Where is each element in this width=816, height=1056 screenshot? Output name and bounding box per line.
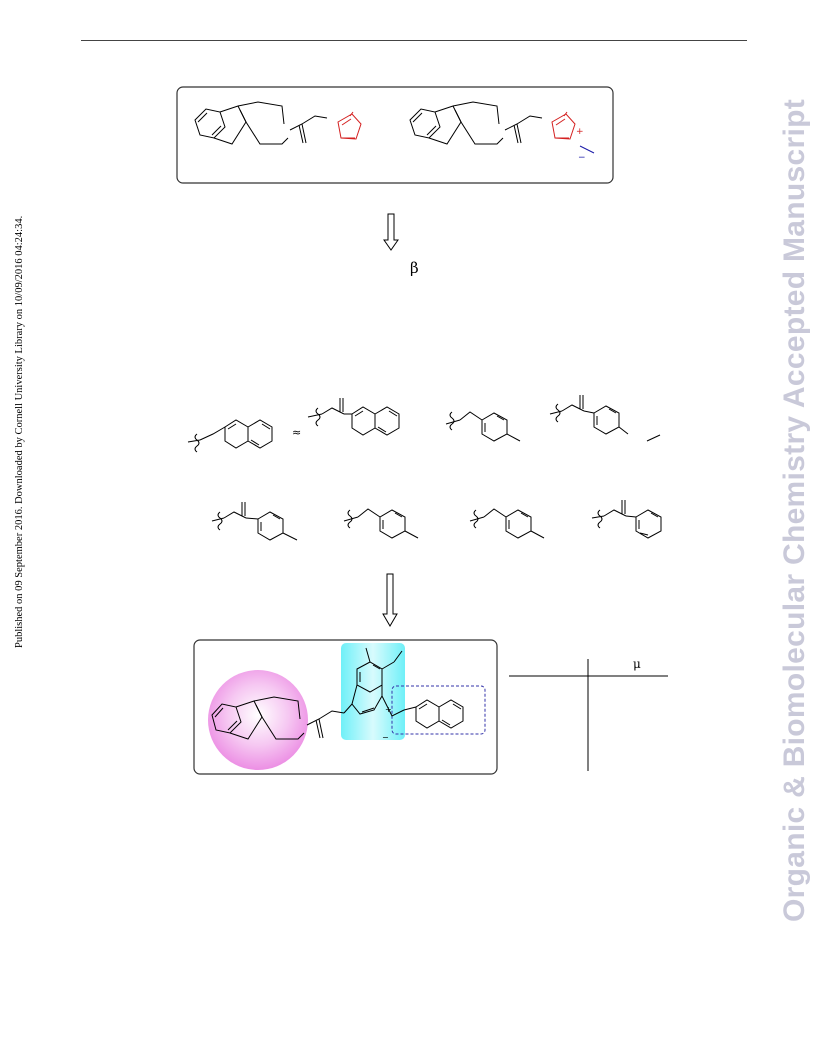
dna-binding-highlight [208,670,308,770]
minus-charge-bottom: − [382,733,389,742]
counter-ion-bond [579,145,595,154]
top-left-imidazole [337,111,362,140]
design-model-box [193,639,498,775]
benzoylmethyl-substituent-1 [549,395,661,442]
bottom-molecule [211,647,464,740]
reaction-arrow-1 [383,213,399,251]
minus-charge-top: − [578,153,586,163]
beta-symbol: β [410,259,419,277]
plus-charge-bottom: + [385,705,392,714]
mu-symbol: μ [633,657,641,671]
separator-mark: ≈ [292,426,301,439]
plus-charge-top: + [576,127,584,137]
top-right-molecule [409,101,543,145]
header-rule [81,40,747,41]
top-structures-box [176,86,614,184]
methylbenzyl-substituent-1 [445,411,521,442]
top-left-molecule [194,101,328,145]
activity-table-frame [509,659,668,771]
naphthoylmethyl-substituent [307,398,400,436]
top-right-imidazolium [551,111,576,140]
reaction-arrow-2 [382,573,398,627]
benzoylmethyl-substituent-2 [211,502,298,541]
naphthylmethyl-substituent [187,419,273,453]
linker-highlight [341,643,405,740]
methylbenzyl-substituent-3 [469,508,545,539]
methylbenzyl-substituent-2 [343,508,419,539]
intercalator-box [391,685,486,735]
phenacyl-substituent [591,500,662,539]
